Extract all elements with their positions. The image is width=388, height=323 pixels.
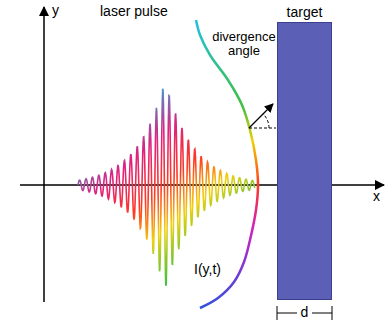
pulse-label: laser pulse: [100, 4, 168, 19]
angle-arc: [263, 114, 269, 128]
y-axis: [43, 7, 45, 302]
dimension-line: [277, 313, 297, 314]
dimension-line: [312, 313, 332, 314]
angle-label: divergence angle: [208, 30, 280, 59]
reference-dash: [249, 128, 276, 129]
axis-label: y: [52, 3, 59, 18]
node-label: target: [277, 5, 332, 20]
target-block: target: [277, 0, 332, 300]
target-slab: [277, 22, 332, 300]
axis-label: x: [373, 189, 380, 204]
dimension-label: d: [301, 305, 309, 320]
divergence-arrow: [249, 104, 273, 128]
profile-label: I(y,t): [194, 262, 221, 277]
pulse-wave: [78, 89, 255, 286]
